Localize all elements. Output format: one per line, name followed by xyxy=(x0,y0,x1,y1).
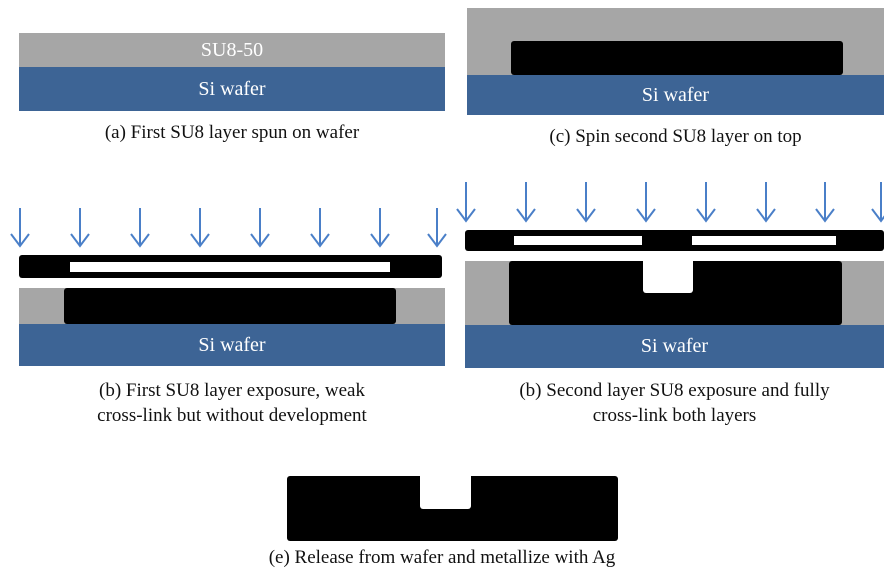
down-arrow-icon xyxy=(190,208,210,248)
caption-b1-line2: cross-link but without development xyxy=(97,405,367,426)
caption-b1-line1: (b) First SU8 layer exposure, weak xyxy=(99,380,365,401)
mask-opening-right xyxy=(692,236,836,245)
down-arrow-icon xyxy=(10,208,30,248)
caption-e: (e) Release from wafer and metallize wit… xyxy=(268,547,616,568)
down-arrow-icon xyxy=(871,182,884,223)
su8-50-layer: SU8-50 xyxy=(19,33,445,67)
down-arrow-icon xyxy=(310,208,330,248)
wafer-label: Si wafer xyxy=(198,77,266,100)
si-wafer: Si wafer xyxy=(465,325,884,368)
si-wafer: Si wafer xyxy=(467,75,884,115)
down-arrow-icon xyxy=(756,182,776,223)
down-arrow-icon xyxy=(815,182,835,223)
down-arrow-icon xyxy=(370,208,390,248)
down-arrow-icon xyxy=(696,182,716,223)
mask-opening-left xyxy=(514,236,642,245)
down-arrow-icon xyxy=(70,208,90,248)
down-arrow-icon xyxy=(130,208,150,248)
photomask xyxy=(465,230,884,251)
down-arrow-icon xyxy=(636,182,656,223)
wafer-label: Si wafer xyxy=(640,335,709,357)
si-wafer: Si wafer xyxy=(19,67,445,111)
first-layer-crosslinked xyxy=(511,41,843,75)
channel-notch xyxy=(420,473,471,509)
mask-opening xyxy=(70,262,390,272)
caption-c: (c) Spin second SU8 layer on top xyxy=(549,126,802,147)
exposed-su8-region xyxy=(64,288,396,324)
caption-b2-line1: (b) Second layer SU8 exposure and fully xyxy=(519,380,830,401)
su8-label: SU8-50 xyxy=(200,38,264,61)
caption-b2-line2: cross-link both layers xyxy=(592,405,757,426)
down-arrow-icon xyxy=(576,182,596,223)
down-arrow-icon xyxy=(250,208,270,248)
down-arrow-icon xyxy=(456,182,476,223)
channel-notch xyxy=(643,258,693,293)
si-wafer: Si wafer xyxy=(19,324,445,366)
caption-a: (a) First SU8 layer spun on wafer xyxy=(104,122,360,143)
down-arrow-icon xyxy=(516,182,536,223)
down-arrow-icon xyxy=(427,208,447,248)
wafer-label: Si wafer xyxy=(198,333,266,356)
wafer-label: Si wafer xyxy=(641,83,710,106)
